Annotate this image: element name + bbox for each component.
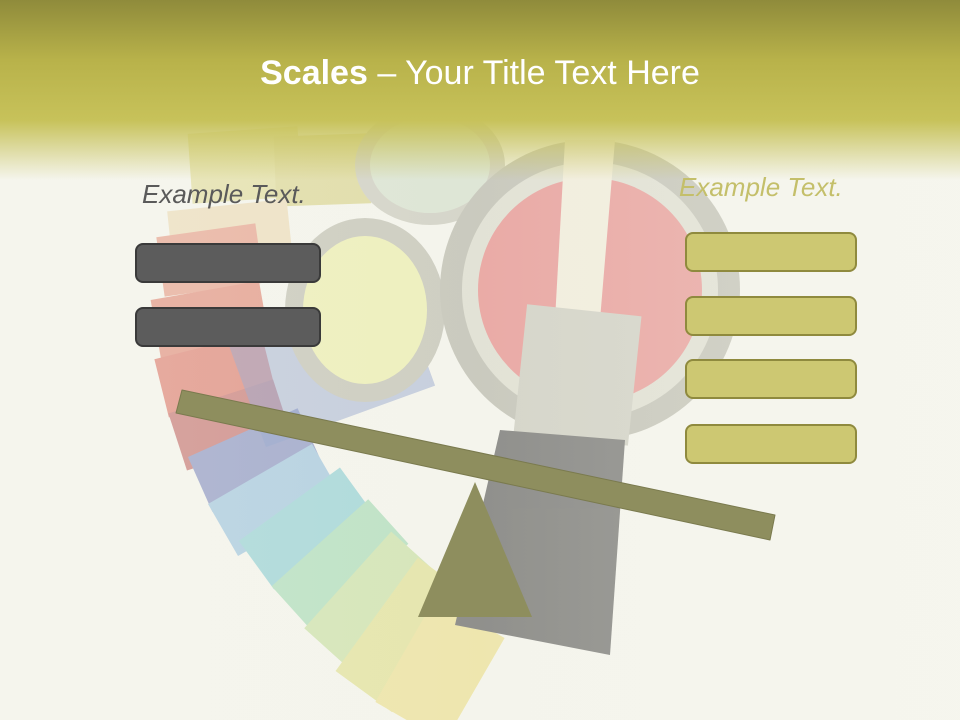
left-box-2[interactable]: [135, 307, 321, 347]
header-band: [0, 0, 960, 180]
triangle-fulcrum-icon: [418, 482, 532, 617]
page-title: Scales – Your Title Text Here: [0, 54, 960, 93]
title-rest: Your Title Text Here: [405, 54, 700, 92]
right-box-3[interactable]: [685, 359, 857, 399]
left-box-1[interactable]: [135, 243, 321, 283]
scale-beam-icon[interactable]: [175, 389, 776, 541]
right-box-4[interactable]: [685, 424, 857, 464]
title-bold: Scales: [260, 54, 368, 92]
title-separator: –: [367, 54, 406, 92]
left-example-label: Example Text.: [142, 179, 306, 209]
right-example-label: Example Text.: [679, 172, 843, 202]
right-box-1[interactable]: [685, 232, 857, 272]
right-box-2[interactable]: [685, 296, 857, 336]
